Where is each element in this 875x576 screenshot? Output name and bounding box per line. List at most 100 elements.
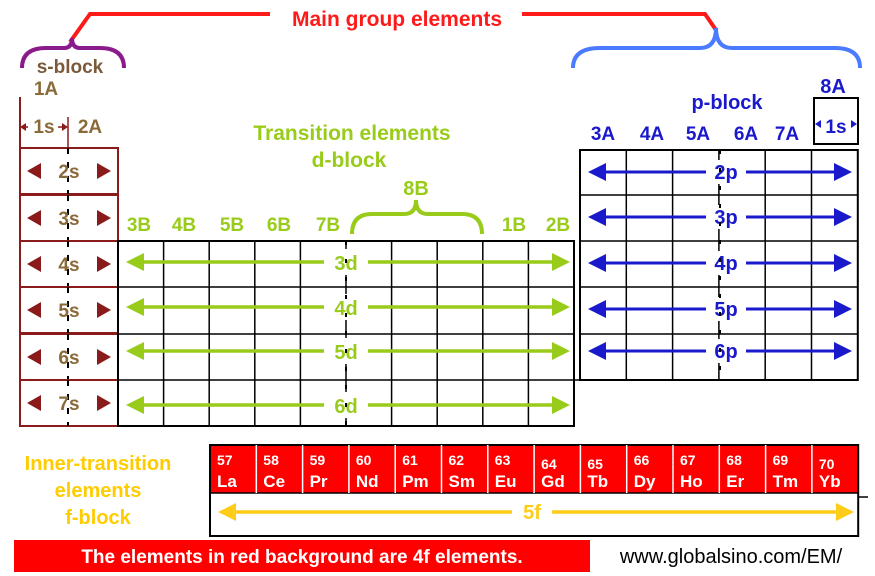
group-8b-brace [350,199,484,235]
f-element-symbol-pm: Pm [402,472,428,491]
f-element-symbol-ce: Ce [263,472,285,491]
f-element-symbol-er: Er [726,472,744,491]
group-8a-label: 8A [820,76,846,98]
transition-elements-label: Transition elements [253,122,450,145]
orbital-label-5f: 5f [523,502,541,524]
f-element-number-pm: 61 [402,452,418,468]
f-element-number-pr: 59 [310,452,326,468]
s-block-brace [20,37,126,69]
f-element-number-gd: 64 [541,456,557,472]
s-arrow-right-6 [97,395,111,411]
f-element-symbol-ho: Ho [680,472,703,491]
f-element-symbol-nd: Nd [356,472,379,491]
orbital-label-6s: 6s [58,348,79,369]
f-element-number-sm: 62 [449,452,465,468]
f-element-symbol-sm: Sm [449,472,475,491]
d-arrow-3d-head-left [126,253,144,271]
f-element-number-la: 57 [217,452,233,468]
orbital-label-4s: 4s [58,255,79,276]
p-arrow-6p-head-left [588,342,606,360]
group-label-6a: 6A [734,124,759,145]
group-label-4b: 4B [172,215,196,236]
s-arrow-right-4 [97,302,111,318]
group-label-6b: 6B [267,215,291,236]
f-arrow-5f-head-left [218,503,236,521]
group-label-7b: 7B [316,215,340,236]
p-label-bg-6p [706,339,746,363]
group-2a-label: 2A [78,117,103,138]
p-arrow-4p-head-right [834,254,852,272]
s-arrow-right-2 [97,210,111,226]
p-arrow-2p-head-left [588,163,606,181]
d-arrow-5d-head-right [552,342,570,360]
group-label-3a: 3A [591,124,616,145]
orbital-label-6p: 6p [714,341,737,363]
s-arrow-left-5 [27,349,41,365]
orbital-label-4d: 4d [334,298,357,320]
f-element-number-ce: 58 [263,452,279,468]
d-arrow-5d-head-left [126,342,144,360]
f-label-bg [512,499,552,525]
orbital-label-3s: 3s [58,209,79,230]
p-arrow-3p-head-right [834,208,852,226]
d-arrow-6d-head-left [126,396,144,414]
p-arrow-5p-head-right [834,300,852,318]
f-block-grid: 57La58Ce59Pr60Nd61Pm62Sm63Eu64Gd65Tb66Dy… [209,444,868,537]
f-element-symbol-pr: Pr [310,472,328,491]
inner-elements-label: elements [55,480,142,502]
orbital-1s-right-label: 1s [825,117,846,138]
f-arrow-5f-head-right [836,503,854,521]
orbital-label-2p: 2p [714,162,737,184]
s-arrow-left-2 [27,210,41,226]
orbital-label-4p: 4p [714,253,737,275]
group-label-3b: 3B [127,215,151,236]
footnote-background [14,540,590,572]
p-arrow-5p-head-left [588,300,606,318]
f-element-symbol-tb: Tb [587,472,608,491]
p-arrow-3p-head-left [588,208,606,226]
group-label-5a: 5A [686,124,711,145]
orbital-1s-left-label: 1s [33,117,54,138]
p-block-grid [573,149,859,426]
orbital-label-3d: 3d [334,253,357,275]
d-block-label: d-block [312,149,387,172]
f-element-symbol-tm: Tm [773,472,799,491]
group-1a-label: 1A [34,79,59,100]
s-arrow-right-5 [97,349,111,365]
group-label-5b: 5B [220,215,244,236]
s-arrow-right-3 [97,256,111,272]
orbital-label-5p: 5p [714,299,737,321]
s-arrow-left-3 [27,256,41,272]
f-element-number-eu: 63 [495,452,511,468]
inner-transition-label: Inner-transition [25,453,172,475]
group-8a-cell: 1s [813,97,859,145]
f-element-symbol-eu: Eu [495,472,517,491]
orbital-label-5s: 5s [58,301,79,322]
s-arrow-left-6 [27,395,41,411]
f-element-symbol-la: La [217,472,237,491]
f-element-number-ho: 67 [680,452,696,468]
main-group-bracket [68,12,718,44]
f-element-number-er: 68 [726,452,742,468]
p-arrow-4p-head-left [588,254,606,272]
orbital-label-7s: 7s [58,394,79,415]
s-arrow-left-1 [27,163,41,179]
p-arrow-2p-head-right [834,163,852,181]
footnote-text: The elements in red background are 4f el… [81,547,522,568]
f-element-number-tb: 65 [587,456,603,472]
p-label-bg-5p [706,297,746,321]
p-label-bg-3p [706,205,746,229]
p-block-brace [571,27,862,69]
d-arrow-4d-head-right [552,298,570,316]
p-label-bg-4p [706,251,746,275]
s-arrow-left-4 [27,302,41,318]
f-element-symbol-gd: Gd [541,472,565,491]
f-element-symbol-dy: Dy [634,472,656,491]
group-label-1b: 1B [502,215,526,236]
f-block-label: f-block [65,507,131,529]
d-arrow-3d-head-right [552,253,570,271]
